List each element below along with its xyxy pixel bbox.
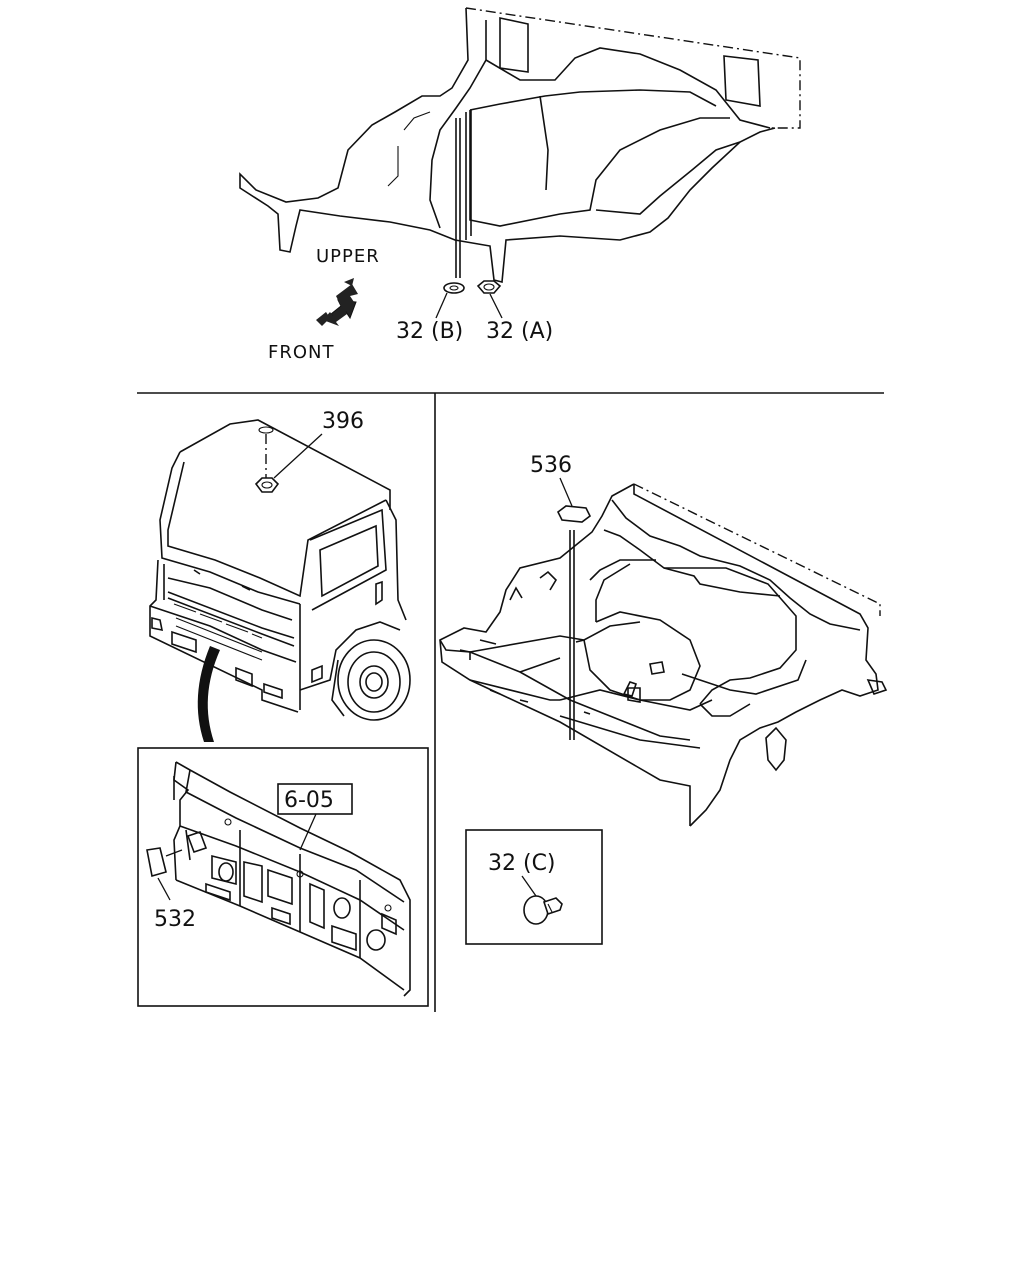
inset-box-32c [465, 829, 603, 945]
part-32b-label: 32 (B) [396, 319, 463, 344]
leader-536 [559, 477, 573, 507]
part-532-label: 532 [154, 907, 196, 932]
part-396-label: 396 [322, 409, 364, 434]
part-605-label-box [277, 783, 353, 815]
roof-lamp-396-icon [254, 426, 280, 493]
part-536-label: 536 [530, 453, 572, 478]
leader-605 [299, 813, 317, 851]
part-605-label: 6-05 [284, 788, 334, 813]
inset-box-front-panel [137, 747, 429, 1007]
washer-32b-icon [443, 282, 465, 294]
part-32a-label: 32 (A) [486, 319, 553, 344]
front-panel-illustration [173, 761, 411, 997]
callout-arrow-icon [197, 646, 220, 742]
leader-396 [273, 433, 323, 479]
floor-chassis-illustration [439, 483, 888, 827]
front-label: FRONT [268, 342, 335, 363]
leader-532-a [165, 849, 183, 857]
part-32c-label: 32 (C) [488, 851, 556, 876]
fastener-32a-leader [465, 110, 472, 240]
floor-panel-top [239, 7, 801, 284]
orientation-arrows-icon [316, 278, 358, 326]
upper-label: UPPER [316, 246, 380, 267]
cap-536-icon [556, 505, 592, 523]
leader-32b [435, 292, 448, 319]
gasket-532-icon [146, 847, 167, 878]
leader-532-b [157, 877, 171, 901]
leader-32c [521, 875, 537, 897]
fastener-32b-leader [455, 118, 461, 278]
clip-32c-icon [523, 895, 563, 925]
leader-32a [489, 293, 503, 319]
nut-32a-icon [476, 280, 502, 294]
truck-cab-illustration [149, 419, 411, 721]
